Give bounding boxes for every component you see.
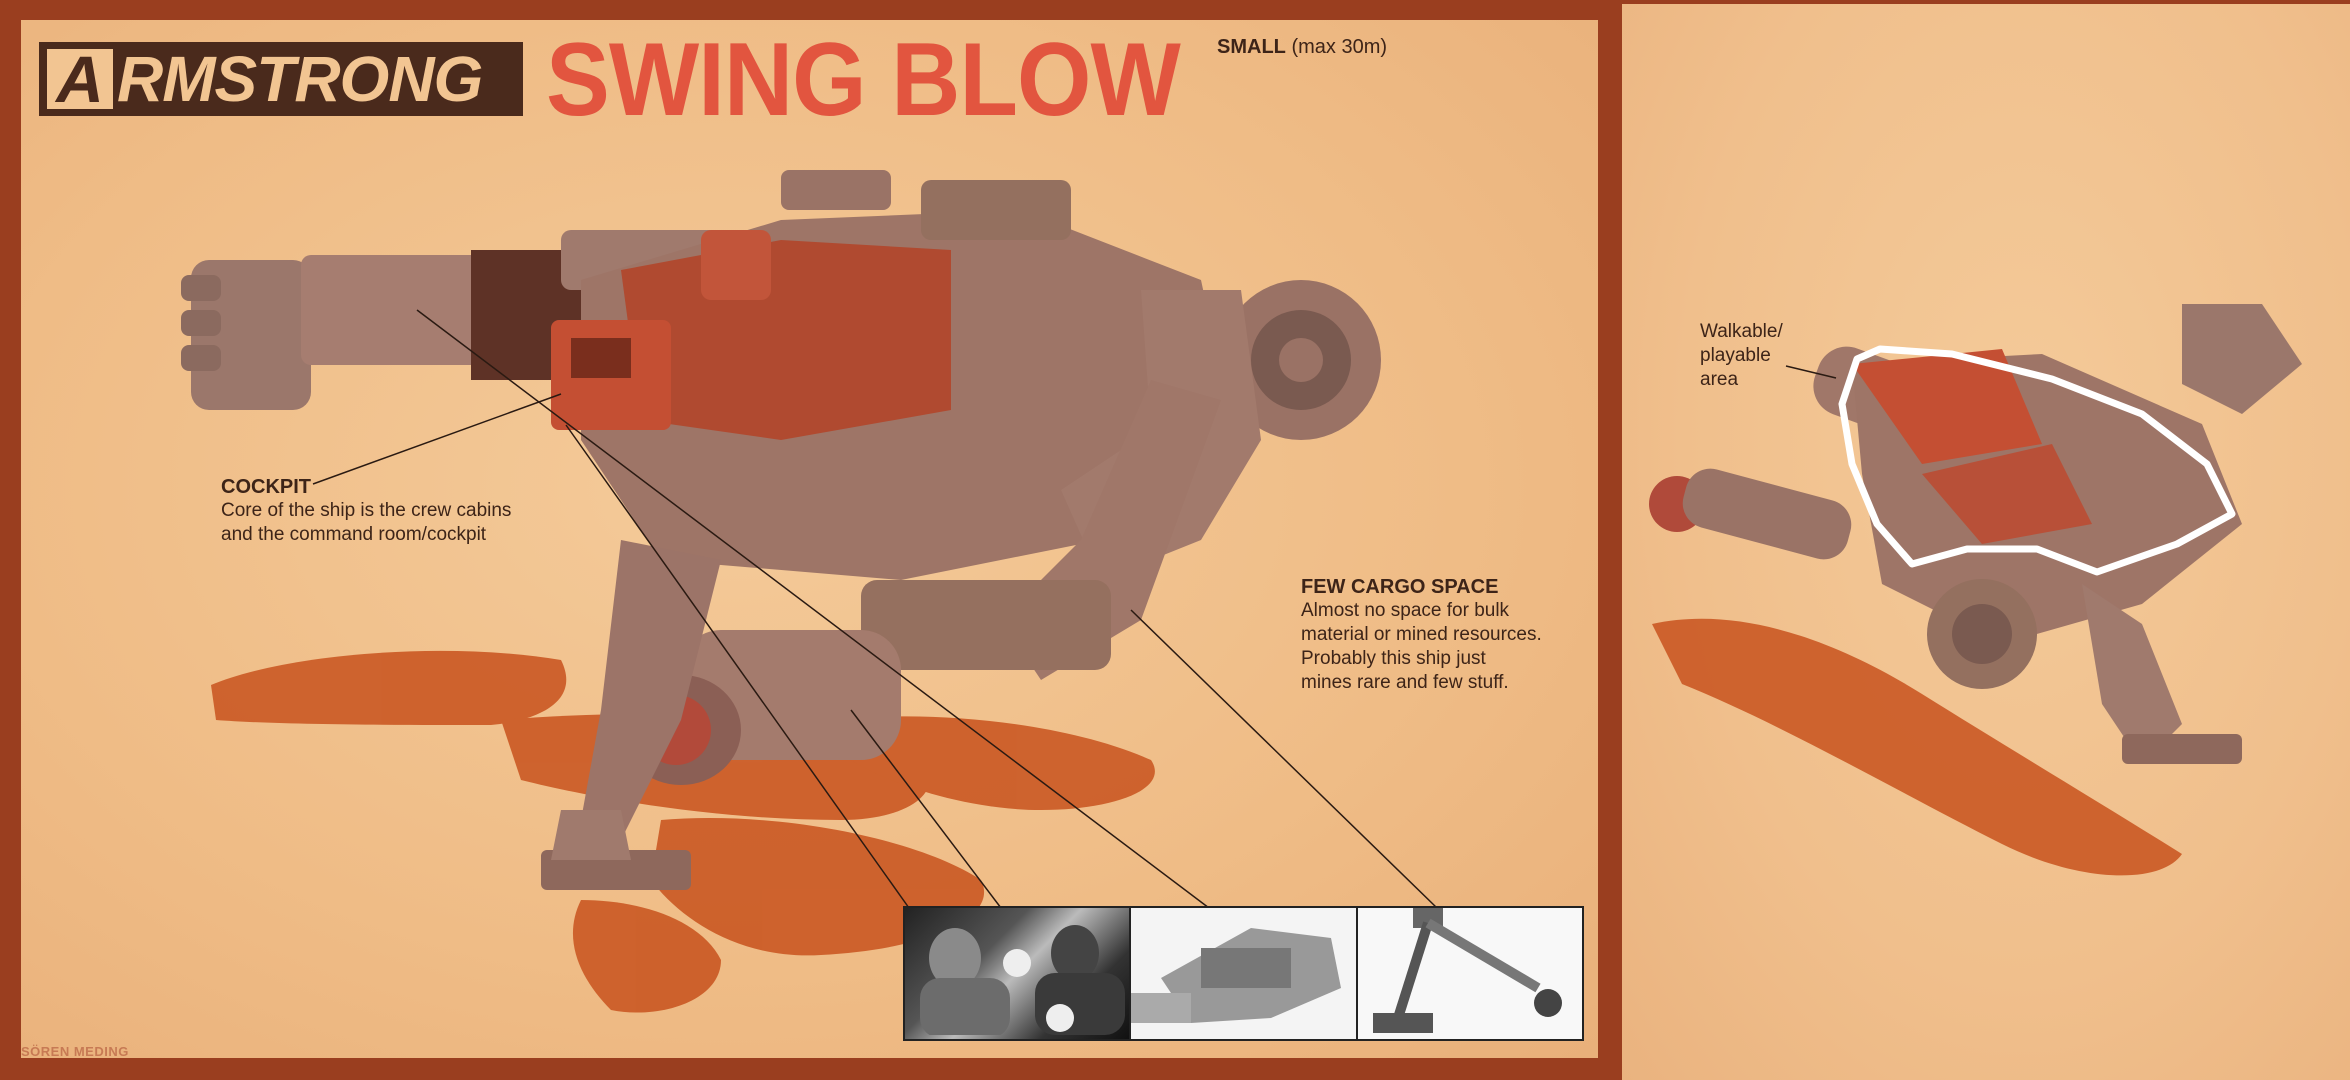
reference-thumbnails [903,906,1584,1041]
side-shadow [1652,618,2182,876]
walkable-annotation: Walkable/ playable area [1700,320,1783,392]
robot-arm-sketch [1372,908,1562,1033]
cargo-line-1: Almost no space for bulk [1301,600,1510,621]
cargo-line-3: Probably this ship just [1301,648,1486,669]
size-label: SMALL [1217,36,1286,58]
cockpit-annotation: COCKPIT Core of the ship is the crew cab… [221,475,511,547]
walkable-callout-line [1785,365,1837,379]
boxer-silhouettes [920,925,1125,1035]
cargo-heading: FEW CARGO SPACE [1301,576,1499,598]
right-arm [621,380,1221,785]
mech-legs [541,540,721,890]
cargo-annotation: FEW CARGO SPACE Almost no space for bulk… [1301,575,1542,695]
walkable-line-3: area [1700,369,1739,390]
size-note: (max 30m) [1291,36,1388,58]
walkable-line-2: playable [1700,345,1771,366]
cockpit-line-2: and the command room/cockpit [221,524,487,545]
machine-sketch [1131,928,1342,1023]
walkable-line-1: Walkable/ [1700,321,1783,342]
logo-initial: A [47,46,113,112]
cargo-line-2: material or mined resources. [1301,624,1542,645]
top-view-illustration [1649,304,2302,876]
machine-reference-image [1131,908,1358,1039]
cockpit-line-1: Core of the ship is the crew cabins [221,500,512,521]
size-class: SMALL (max 30m) [1217,36,1387,59]
walkable-area-outline [1838,345,2236,576]
armstrong-logo: A RMSTRONG [39,42,523,116]
boxing-reference-image [905,908,1132,1039]
cockpit-heading: COCKPIT [221,476,311,498]
side-panel: Walkable/ playable area [1622,4,2350,1080]
logo-word: RMSTRONG [117,43,483,115]
cargo-line-4: mines rare and few stuff. [1301,672,1509,693]
callout-lines [312,309,1438,909]
main-panel: A RMSTRONG SWING BLOW SMALL (max 30m) [21,20,1598,1058]
mech-illustration [181,170,1438,1013]
page-title: SWING BLOW [546,22,1181,138]
robot-arm-reference-image [1357,908,1582,1039]
artist-credit: SÖREN MEDING [21,1044,129,1058]
side-mech [1649,304,2302,764]
